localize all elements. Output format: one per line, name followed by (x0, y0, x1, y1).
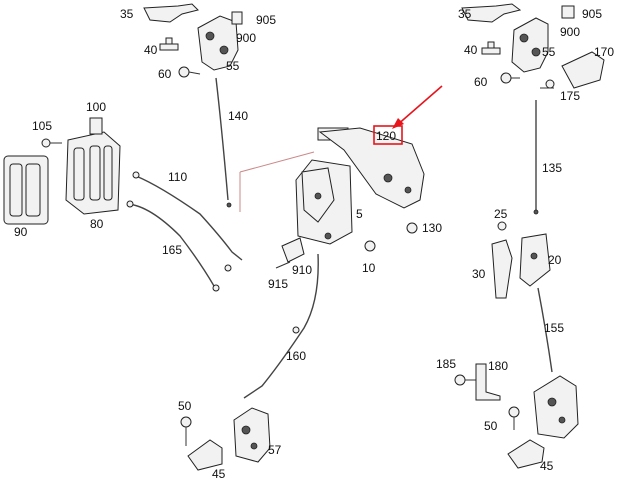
label-35-right: 35 (458, 7, 472, 21)
label-55-left: 55 (226, 59, 240, 73)
label-135: 135 (542, 161, 562, 175)
label-10: 10 (362, 261, 376, 275)
label-35-left: 35 (120, 7, 134, 21)
part-labels: 35 905 40 900 60 55 100 105 140 110 120 … (14, 7, 614, 481)
label-30: 30 (472, 267, 486, 281)
central-lock-5 (243, 127, 425, 399)
label-915: 915 (268, 277, 288, 291)
label-55-right: 55 (542, 45, 556, 59)
lock-assembly-right (461, 3, 605, 215)
label-25: 25 (494, 207, 508, 221)
label-57: 57 (268, 443, 282, 457)
cables-110-165 (126, 151, 315, 292)
label-100: 100 (86, 100, 106, 114)
label-905-right: 905 (582, 7, 602, 21)
label-160: 160 (286, 349, 306, 363)
label-910: 910 (292, 263, 312, 277)
label-45-left: 45 (212, 467, 226, 481)
label-80: 80 (90, 217, 104, 231)
label-900-left: 900 (236, 31, 256, 45)
label-90: 90 (14, 225, 28, 239)
label-140: 140 (228, 109, 248, 123)
label-20: 20 (548, 253, 562, 267)
label-40-right: 40 (464, 43, 478, 57)
label-120: 120 (376, 129, 396, 143)
label-900-right: 900 (560, 25, 580, 39)
lock-assembly-bottom-right (454, 363, 579, 469)
label-40-left: 40 (144, 43, 158, 57)
label-905-left: 905 (256, 13, 276, 27)
label-5: 5 (356, 207, 363, 221)
label-130: 130 (422, 221, 442, 235)
label-45-right: 45 (540, 459, 554, 473)
label-50-right: 50 (484, 419, 498, 433)
label-60-right: 60 (474, 75, 488, 89)
label-170: 170 (594, 45, 614, 59)
label-155: 155 (544, 321, 564, 335)
lock-assembly-bottom-left (180, 407, 271, 471)
label-185: 185 (436, 357, 456, 371)
lock-assembly-left (143, 3, 243, 208)
label-105: 105 (32, 119, 52, 133)
label-180: 180 (488, 359, 508, 373)
handle-bezel-group (3, 117, 121, 225)
label-110: 110 (168, 170, 187, 184)
highlight-callout (373, 85, 443, 145)
inner-handle-group (491, 221, 553, 373)
label-175: 175 (560, 89, 580, 103)
label-50-left: 50 (178, 399, 192, 413)
label-165: 165 (162, 243, 182, 257)
label-60-left: 60 (158, 67, 172, 81)
